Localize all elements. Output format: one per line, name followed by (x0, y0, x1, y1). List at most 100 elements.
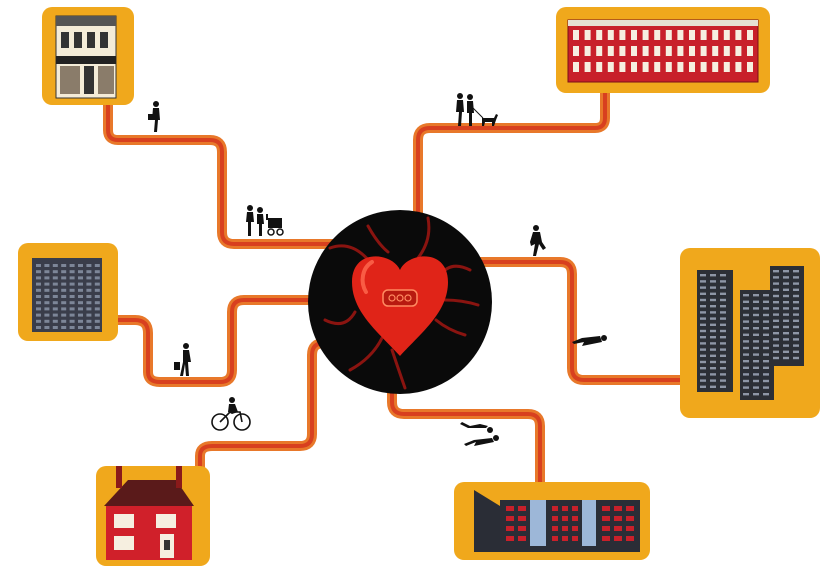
window (700, 379, 706, 381)
window (677, 46, 683, 56)
window (763, 314, 769, 316)
window (626, 516, 634, 521)
window (61, 307, 66, 310)
window (78, 295, 83, 298)
window (720, 330, 726, 332)
window (654, 30, 660, 40)
window (614, 536, 622, 541)
window (78, 314, 83, 317)
running-person-icon (530, 225, 546, 256)
window (70, 301, 75, 304)
window (61, 289, 66, 292)
window (763, 340, 769, 342)
window (743, 373, 749, 375)
window (44, 326, 49, 329)
window (552, 536, 558, 541)
window (608, 30, 614, 40)
runners-icon (460, 422, 499, 446)
window (518, 536, 526, 541)
window (743, 340, 749, 342)
window (700, 373, 706, 375)
window (701, 62, 707, 72)
window (793, 270, 799, 272)
window (518, 516, 526, 521)
window (793, 351, 799, 353)
window (552, 526, 558, 531)
window (743, 294, 749, 296)
window (44, 320, 49, 323)
window (608, 62, 614, 72)
window (689, 46, 695, 56)
window (36, 320, 41, 323)
window (743, 380, 749, 382)
window (86, 295, 91, 298)
window (700, 386, 706, 388)
window (773, 357, 779, 359)
window (552, 506, 558, 511)
window (763, 320, 769, 322)
window (710, 286, 716, 288)
family-with-pram-icon (246, 205, 283, 236)
window (793, 295, 799, 297)
window (86, 264, 91, 267)
window (700, 330, 706, 332)
window (753, 380, 759, 382)
window (700, 355, 706, 357)
window (506, 506, 514, 511)
window (773, 282, 779, 284)
window (710, 386, 716, 388)
window (53, 301, 58, 304)
window (773, 320, 779, 322)
school-building-card (454, 482, 650, 560)
window (720, 386, 726, 388)
office-block-icon (32, 258, 102, 332)
window (572, 506, 578, 511)
window (61, 301, 66, 304)
window (562, 506, 568, 511)
window (700, 311, 706, 313)
window (619, 46, 625, 56)
window (666, 62, 672, 72)
window (724, 30, 730, 40)
window (70, 289, 75, 292)
window (701, 30, 707, 40)
window (710, 336, 716, 338)
window (783, 295, 789, 297)
window (61, 276, 66, 279)
window (720, 299, 726, 301)
window (783, 338, 789, 340)
window (70, 295, 75, 298)
walking-shopper-icon (174, 343, 191, 376)
window (552, 516, 558, 521)
window (78, 307, 83, 310)
window (70, 270, 75, 273)
window (743, 314, 749, 316)
window (78, 320, 83, 323)
window (753, 373, 759, 375)
window (700, 274, 706, 276)
window (783, 289, 789, 291)
window (585, 46, 591, 56)
window (735, 62, 741, 72)
window (36, 307, 41, 310)
window (95, 307, 100, 310)
window (700, 367, 706, 369)
window (720, 367, 726, 369)
window (753, 314, 759, 316)
window (710, 355, 716, 357)
window (793, 307, 799, 309)
window (720, 348, 726, 350)
window (572, 516, 578, 521)
window (773, 338, 779, 340)
red-terrace-building-icon (568, 20, 758, 82)
window (793, 313, 799, 315)
window (773, 344, 779, 346)
window (626, 506, 634, 511)
window (710, 280, 716, 282)
shop-terrace-card (42, 7, 134, 105)
walking-person-icon (148, 101, 160, 132)
window (743, 301, 749, 303)
window (53, 295, 58, 298)
window (720, 373, 726, 375)
window (53, 283, 58, 286)
